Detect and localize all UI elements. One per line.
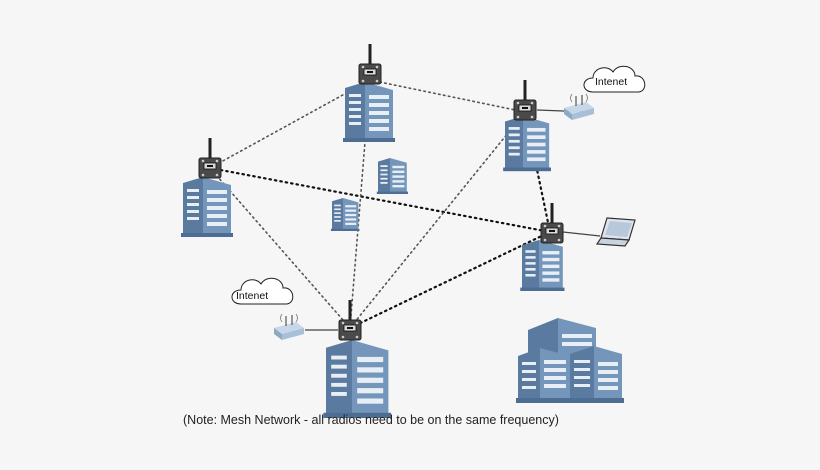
router-icon — [273, 313, 305, 341]
laptop-icon — [595, 217, 636, 247]
radio-node-icon — [338, 299, 362, 341]
cloud-icon: Intenet — [231, 277, 294, 305]
cloud-label: Intenet — [595, 76, 627, 88]
building-icon — [503, 116, 551, 172]
link-c-e — [349, 111, 526, 329]
link-a-b — [209, 79, 371, 169]
building-icon — [520, 240, 565, 291]
link-a-d — [208, 166, 552, 234]
link-a-e — [209, 167, 351, 329]
cloud-label: Intenet — [236, 290, 268, 302]
building-icon — [376, 158, 408, 194]
link-c-d — [523, 110, 552, 234]
building-icon — [181, 177, 233, 237]
link-d-e — [348, 230, 552, 330]
building-icon — [323, 340, 391, 418]
radio-node-icon — [198, 137, 222, 179]
radio-node-icon — [358, 43, 382, 85]
diagram-note: (Note: Mesh Network - all radios need to… — [183, 413, 559, 427]
router-icon — [563, 93, 595, 121]
building-icon — [343, 82, 395, 142]
cloud-icon: Intenet — [583, 65, 646, 93]
link-b-c — [369, 79, 526, 113]
building-icon — [330, 198, 360, 231]
building-complex-icon — [516, 318, 624, 403]
radio-node-icon — [513, 79, 537, 121]
